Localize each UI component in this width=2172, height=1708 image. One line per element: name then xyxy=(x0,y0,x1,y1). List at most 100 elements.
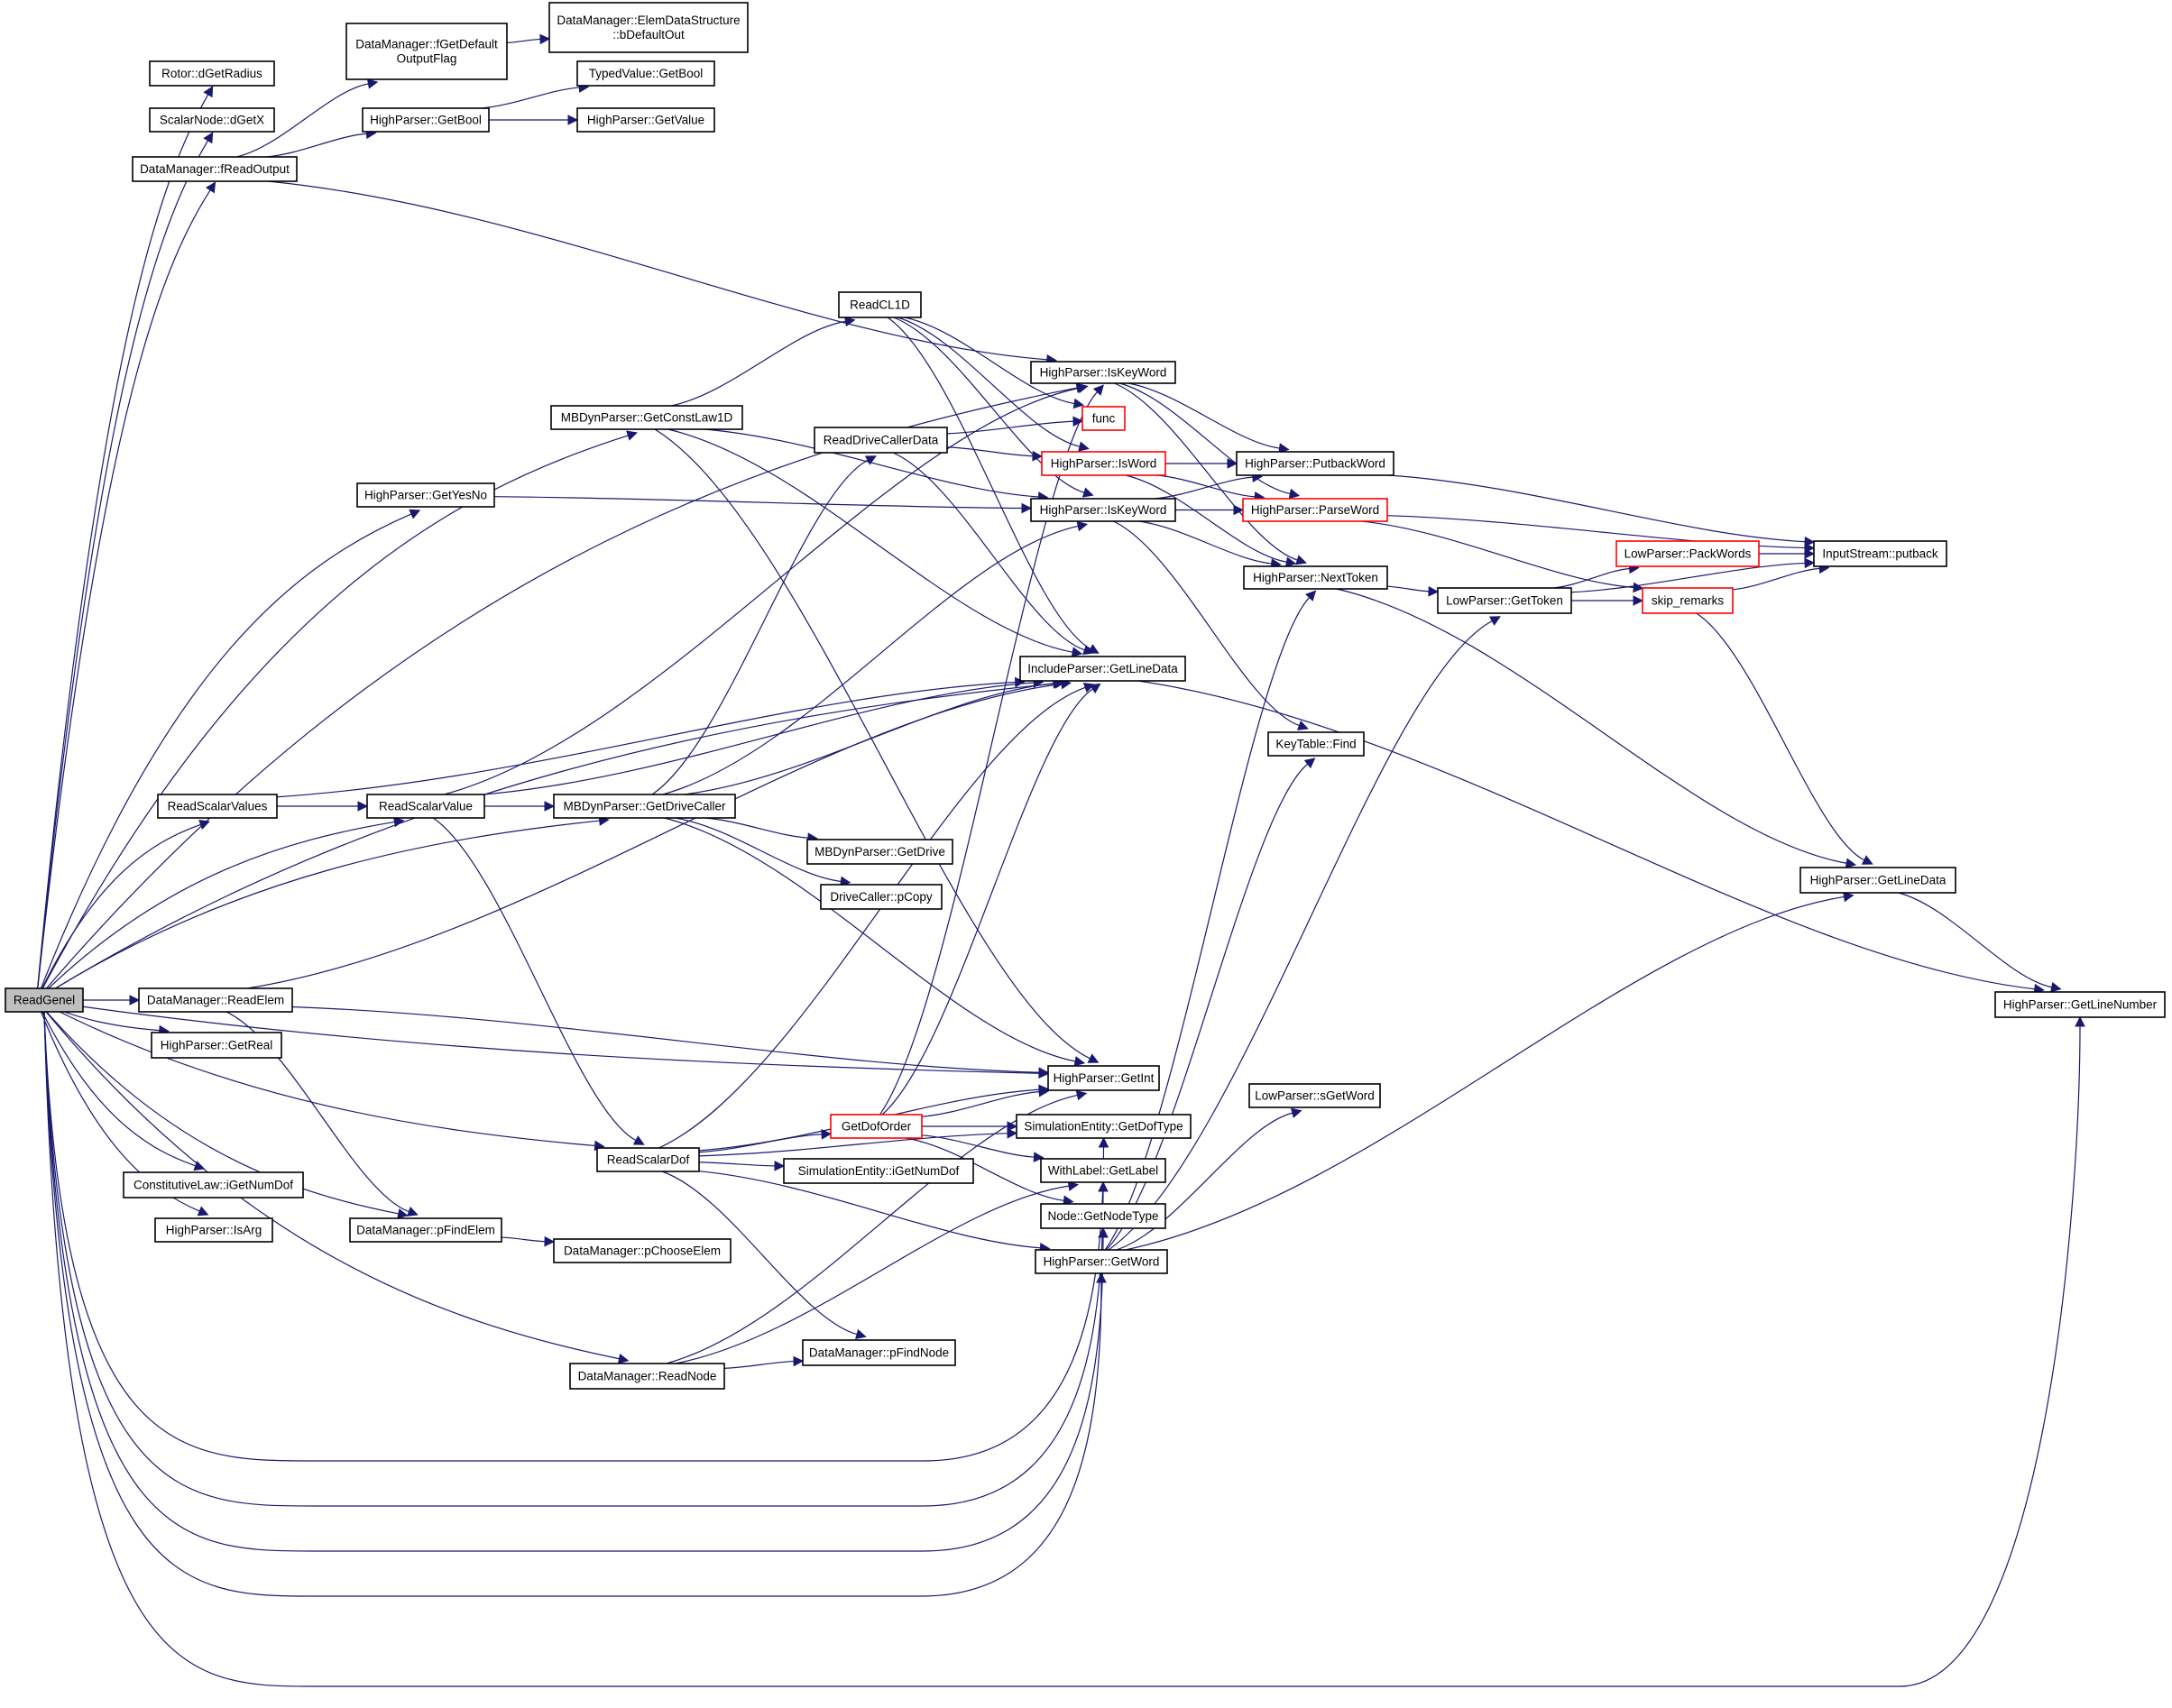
node-box[interactable] xyxy=(1267,731,1365,757)
node-box[interactable] xyxy=(138,987,293,1013)
node-box[interactable] xyxy=(783,1158,974,1184)
node-box[interactable] xyxy=(576,107,715,133)
node-getdrivecaller[interactable]: MBDynParser::GetDriveCaller xyxy=(553,794,736,819)
node-rotor[interactable]: Rotor::dGetRadius xyxy=(149,60,275,87)
node-readcl1d[interactable]: ReadCL1D xyxy=(838,291,922,318)
node-box[interactable] xyxy=(1242,498,1388,522)
node-readdcd[interactable]: ReadDriveCallerData xyxy=(814,427,948,454)
node-pcopy[interactable]: DriveCaller::pCopy xyxy=(820,884,943,910)
node-readnode[interactable]: DataManager::ReadNode xyxy=(569,1363,725,1390)
node-box[interactable] xyxy=(1016,1114,1192,1139)
node-igetnumdof[interactable]: SimulationEntity::iGetNumDof xyxy=(783,1158,974,1184)
node-box[interactable] xyxy=(806,839,953,865)
node-box[interactable] xyxy=(576,60,715,87)
node-getlinenumber[interactable]: HighParser::GetLineNumber xyxy=(1994,991,2166,1018)
node-hpgetvalue[interactable]: HighParser::GetValue xyxy=(576,107,715,133)
node-putback[interactable]: InputStream::putback xyxy=(1813,540,1947,567)
node-getdoforder[interactable]: GetDofOrder xyxy=(830,1114,923,1139)
node-box[interactable] xyxy=(596,1147,700,1172)
node-iskeyword2[interactable]: HighParser::IsKeyWord xyxy=(1030,498,1176,522)
node-box[interactable] xyxy=(1019,656,1186,682)
node-box[interactable] xyxy=(820,884,943,910)
node-readscalardof[interactable]: ReadScalarDof xyxy=(596,1147,700,1172)
node-box[interactable] xyxy=(1994,991,2166,1018)
node-box[interactable] xyxy=(1035,1249,1168,1274)
node-readscalarvalue[interactable]: ReadScalarValue xyxy=(366,794,485,819)
node-box[interactable] xyxy=(345,23,508,80)
node-box[interactable] xyxy=(5,987,84,1013)
node-getint[interactable]: HighParser::GetInt xyxy=(1047,1065,1160,1091)
node-box[interactable] xyxy=(1041,451,1166,476)
node-box[interactable] xyxy=(1236,451,1394,476)
node-box[interactable] xyxy=(1047,1065,1160,1091)
node-box[interactable] xyxy=(1248,1083,1381,1108)
node-box[interactable] xyxy=(550,405,743,430)
node-box[interactable] xyxy=(366,794,485,819)
node-readscalarvalues[interactable]: ReadScalarValues xyxy=(157,794,278,819)
node-scalarnode[interactable]: ScalarNode::dGetX xyxy=(149,107,275,133)
node-freadoutput[interactable]: DataManager::fReadOutput xyxy=(132,156,298,182)
node-box[interactable] xyxy=(362,107,490,133)
node-box[interactable] xyxy=(132,156,298,182)
node-box[interactable] xyxy=(1030,498,1176,522)
node-box[interactable] xyxy=(1081,406,1126,431)
node-box[interactable] xyxy=(1040,1158,1166,1183)
node-box[interactable] xyxy=(1040,1203,1166,1229)
node-packwords[interactable]: LowParser::PackWords xyxy=(1615,540,1760,567)
node-getdoftype[interactable]: SimulationEntity::GetDofType xyxy=(1016,1114,1192,1139)
node-box[interactable] xyxy=(838,291,922,318)
node-iskeyword1[interactable]: HighParser::IsKeyWord xyxy=(1030,361,1176,384)
node-pchooseelem[interactable]: DataManager::pChooseElem xyxy=(553,1238,732,1263)
node-typedgetbool[interactable]: TypedValue::GetBool xyxy=(576,60,715,87)
node-box[interactable] xyxy=(830,1114,923,1139)
node-hpgetbool[interactable]: HighParser::GetBool xyxy=(362,107,490,133)
node-box[interactable] xyxy=(553,794,736,819)
node-gettoken[interactable]: LowParser::GetToken xyxy=(1437,587,1572,614)
node-sgetword[interactable]: LowParser::sGetWord xyxy=(1248,1083,1381,1108)
node-box[interactable] xyxy=(157,794,278,819)
node-box[interactable] xyxy=(1642,587,1734,614)
node-getword[interactable]: HighParser::GetWord xyxy=(1035,1249,1168,1274)
node-getdrive[interactable]: MBDynParser::GetDrive xyxy=(806,839,953,865)
node-box[interactable] xyxy=(149,107,275,133)
node-func[interactable]: func xyxy=(1081,406,1126,431)
node-cligetnumdof[interactable]: ConstitutiveLaw::iGetNumDof xyxy=(123,1171,304,1198)
node-box[interactable] xyxy=(548,2,749,53)
node-box[interactable] xyxy=(1030,361,1176,384)
node-box[interactable] xyxy=(356,482,495,508)
node-bdefaultout[interactable]: DataManager::ElemDataStructure::bDefault… xyxy=(548,2,749,53)
node-box[interactable] xyxy=(123,1171,304,1198)
node-readelem[interactable]: DataManager::ReadElem xyxy=(138,987,293,1013)
node-isarg[interactable]: HighParser::IsArg xyxy=(154,1217,273,1243)
node-isword[interactable]: HighParser::IsWord xyxy=(1041,451,1166,476)
node-hpgetlinedata[interactable]: HighParser::GetLineData xyxy=(1799,867,1956,894)
node-incgetlinedata[interactable]: IncludeParser::GetLineData xyxy=(1019,656,1186,682)
node-box[interactable] xyxy=(1813,540,1947,567)
node-nexttoken[interactable]: HighParser::NextToken xyxy=(1243,565,1388,590)
node-box[interactable] xyxy=(1243,565,1388,590)
node-parseword[interactable]: HighParser::ParseWord xyxy=(1242,498,1388,522)
node-box[interactable] xyxy=(569,1363,725,1390)
node-pfindnode[interactable]: DataManager::pFindNode xyxy=(802,1339,956,1366)
node-getlabel[interactable]: WithLabel::GetLabel xyxy=(1040,1158,1166,1183)
node-skipremarks[interactable]: skip_remarks xyxy=(1642,587,1734,614)
node-getnodetype[interactable]: Node::GetNodeType xyxy=(1040,1203,1166,1229)
node-box[interactable] xyxy=(802,1339,956,1366)
node-box[interactable] xyxy=(1615,540,1760,567)
node-getconstlaw[interactable]: MBDynParser::GetConstLaw1D xyxy=(550,405,743,430)
node-box[interactable] xyxy=(349,1217,502,1243)
node-getreal[interactable]: HighParser::GetReal xyxy=(151,1032,282,1059)
node-getyesno[interactable]: HighParser::GetYesNo xyxy=(356,482,495,508)
node-box[interactable] xyxy=(814,427,948,454)
node-box[interactable] xyxy=(149,60,275,87)
node-pfindelem[interactable]: DataManager::pFindElem xyxy=(349,1217,502,1243)
node-box[interactable] xyxy=(154,1217,273,1243)
node-box[interactable] xyxy=(1437,587,1572,614)
node-ReadGenel[interactable]: ReadGenel xyxy=(5,987,84,1013)
node-box[interactable] xyxy=(1799,867,1956,894)
node-putbackword[interactable]: HighParser::PutbackWord xyxy=(1236,451,1394,476)
node-keytablefind[interactable]: KeyTable::Find xyxy=(1267,731,1365,757)
node-box[interactable] xyxy=(553,1238,732,1263)
node-box[interactable] xyxy=(151,1032,282,1059)
